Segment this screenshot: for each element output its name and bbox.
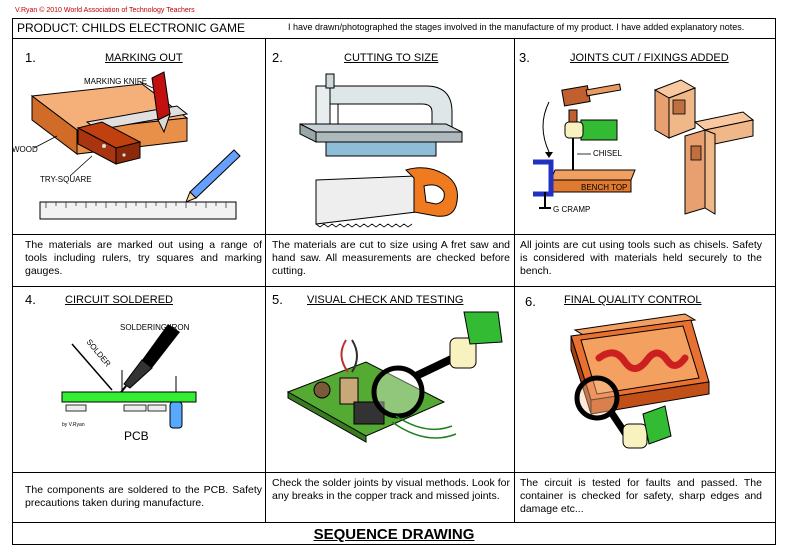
panel-6-description: The circuit is tested for faults and pas… bbox=[520, 477, 762, 515]
column-divider-1 bbox=[265, 38, 266, 522]
panel-4-description: The components are soldered to the PCB. … bbox=[25, 484, 262, 509]
label-soldering-iron: SOLDERING IRON bbox=[120, 323, 190, 332]
column-divider-2 bbox=[514, 38, 515, 522]
panel-5-number: 5. bbox=[272, 292, 283, 307]
footer-title: SEQUENCE DRAWING bbox=[313, 526, 475, 543]
soldering-illustration: SOLDER SOLDERING IRON PCB by V.Ryan bbox=[61, 323, 197, 443]
row2-text-divider bbox=[12, 472, 776, 473]
footer-divider bbox=[12, 522, 776, 523]
header-divider bbox=[12, 38, 776, 39]
panel-5-title: VISUAL CHECK AND TESTING bbox=[307, 294, 464, 306]
panel-5-description: Check the solder joints by visual method… bbox=[272, 477, 510, 502]
panel-4-number: 4. bbox=[25, 292, 36, 307]
header-note: I have drawn/photographed the stages inv… bbox=[288, 22, 745, 32]
panel-3-title: JOINTS CUT / FIXINGS ADDED bbox=[570, 52, 729, 64]
panel-1-number: 1. bbox=[25, 50, 36, 65]
panel-6-number: 6. bbox=[525, 294, 536, 309]
label-bench-top: BENCH TOP bbox=[581, 183, 627, 192]
cutting-tools-illustration bbox=[299, 73, 463, 228]
panel-2-title: CUTTING TO SIZE bbox=[344, 52, 439, 64]
panel-1-title: MARKING OUT bbox=[105, 52, 183, 64]
label-g-cramp: G CRAMP bbox=[553, 205, 590, 214]
panel-6-title: FINAL QUALITY CONTROL bbox=[564, 294, 702, 306]
quality-control-illustration bbox=[570, 313, 710, 449]
testing-illustration bbox=[286, 311, 503, 443]
panel-4-title: CIRCUIT SOLDERED bbox=[65, 294, 173, 306]
label-marking-knife: MARKING KNIFE bbox=[84, 77, 147, 86]
author-credit: by V.Ryan bbox=[62, 422, 85, 428]
product-title: PRODUCT: CHILDS ELECTRONIC GAME bbox=[17, 21, 246, 35]
label-try-square: TRY-SQUARE bbox=[40, 175, 92, 184]
label-pcb: PCB bbox=[124, 429, 149, 443]
panel-2-number: 2. bbox=[272, 50, 283, 65]
panel-3-number: 3. bbox=[519, 50, 530, 65]
sheet-frame bbox=[12, 18, 776, 545]
row1-text-divider bbox=[12, 234, 776, 235]
panel-1-description: The materials are marked out using a ran… bbox=[25, 239, 262, 277]
row-divider bbox=[12, 286, 776, 287]
panel-2-description: The materials are cut to size using A fr… bbox=[272, 239, 510, 277]
panel-3-description: All joints are cut using tools such as c… bbox=[520, 239, 762, 277]
label-wood: WOOD bbox=[12, 145, 38, 154]
label-chisel: CHISEL bbox=[593, 149, 622, 158]
copyright-text: V.Ryan © 2010 World Association of Techn… bbox=[15, 7, 195, 14]
joints-illustration: CHISEL BENCH TOP G CRAMP bbox=[533, 79, 755, 215]
marking-out-illustration: MARKING KNIFE WOOD TRY-SQUARE bbox=[12, 71, 241, 220]
